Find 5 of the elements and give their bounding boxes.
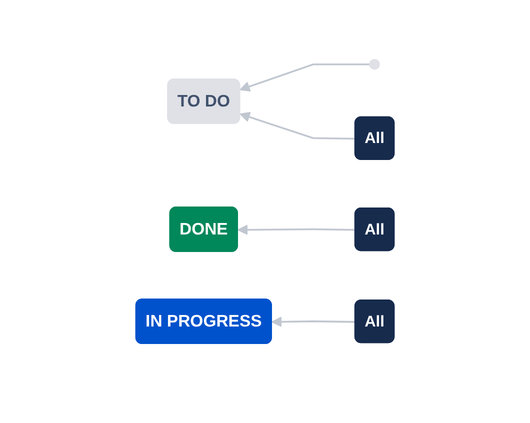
arrow: [240, 63, 370, 92]
arrow: [240, 112, 356, 140]
node-circle: [369, 58, 380, 70]
arrow: [271, 316, 356, 328]
arrow: [238, 224, 356, 236]
